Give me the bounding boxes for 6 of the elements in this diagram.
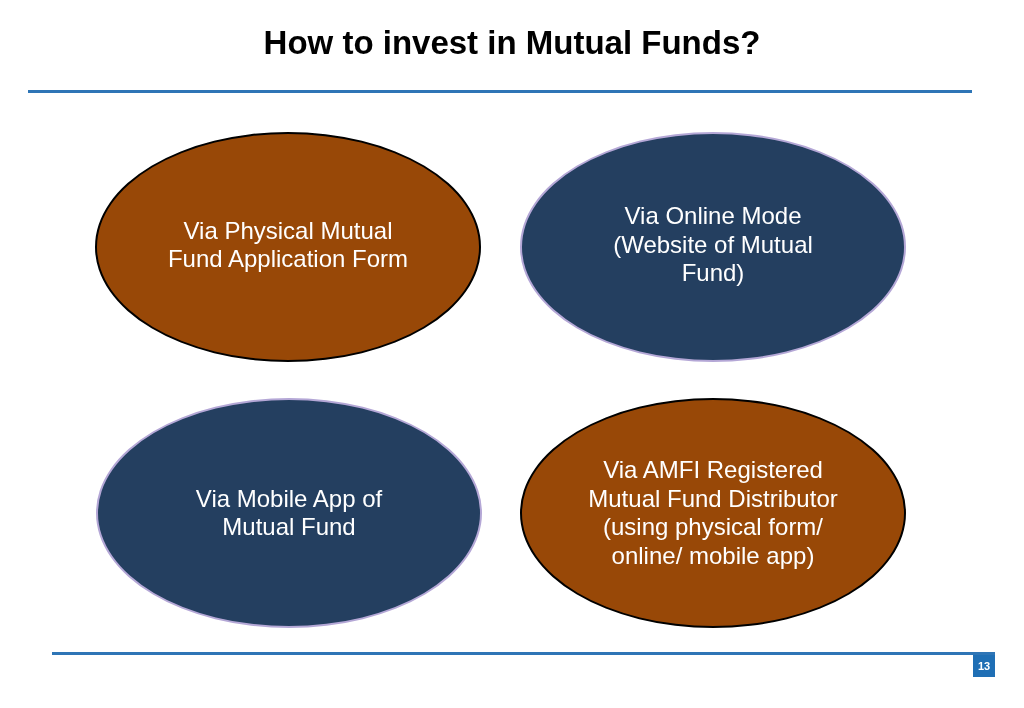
page-number: 13 <box>973 655 995 677</box>
node-text: Via Mobile App of Mutual Fund <box>194 484 384 542</box>
node-text: Via Physical Mutual Fund Application Form <box>166 216 410 274</box>
node-text: Via Online Mode (Website of Mutual Fund) <box>612 202 814 288</box>
node-text: Via AMFI Registered Mutual Fund Distributor (using physical form/ online/ mobile app) <box>587 456 839 570</box>
slide-title: How to invest in Mutual Funds? <box>262 24 762 62</box>
